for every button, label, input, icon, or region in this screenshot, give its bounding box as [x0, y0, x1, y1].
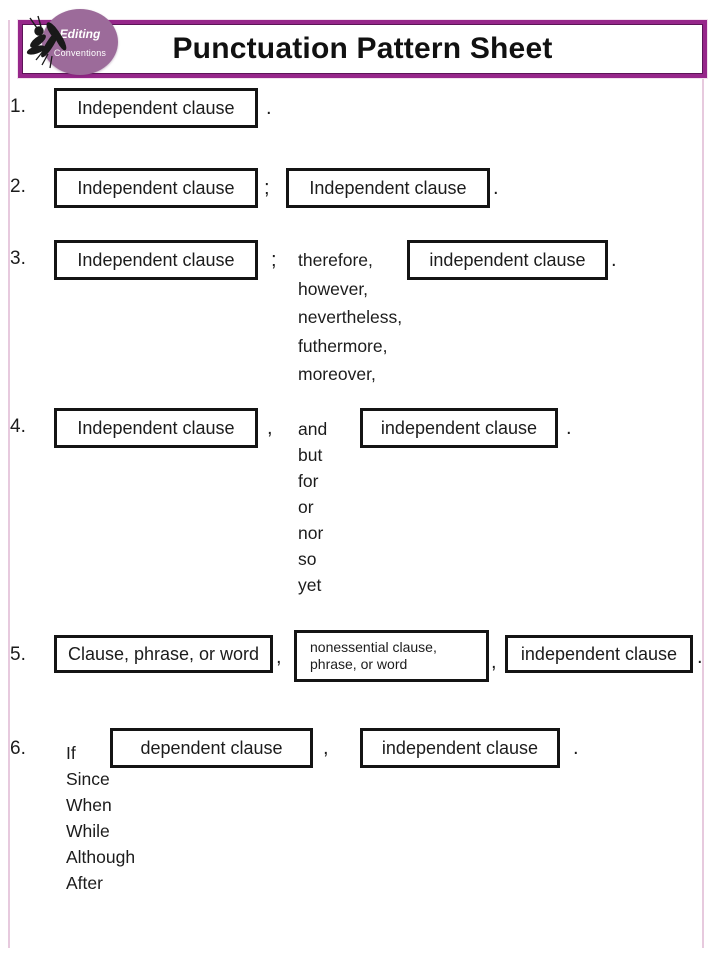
pattern-3-clause-box-1: Independent clause [54, 240, 258, 280]
word-item: moreover, [298, 364, 376, 384]
pattern-6-period: . [573, 737, 579, 759]
right-frame-line [702, 20, 704, 948]
conjunctive-adverb-list: therefore, however, nevertheless, futher… [298, 246, 402, 389]
pattern-2-clause-box-1: Independent clause [54, 168, 258, 208]
word-item: however, [298, 278, 369, 299]
subordinating-conjunction-list: If Since When While Although After [66, 740, 135, 896]
word-item: therefore, [298, 250, 373, 270]
pattern-5-comma-1: , [276, 646, 282, 668]
word-item: If [66, 743, 76, 763]
word-item: While [66, 821, 110, 841]
pattern-5-period: . [697, 646, 703, 668]
pattern-3-period: . [611, 249, 617, 271]
nonessential-line-1: nonessential clause, [310, 639, 437, 655]
pattern-4-period: . [566, 417, 572, 439]
word-item: Although [66, 847, 136, 867]
pattern-6-independent-box: independent clause [360, 728, 560, 768]
page-title: Punctuation Pattern Sheet [172, 32, 553, 65]
nonessential-line-2: phrase, or word [310, 656, 408, 672]
pattern-6-dependent-box: dependent clause [110, 728, 313, 768]
word-item: futhermore, [298, 335, 388, 356]
badge-bottom-label: Conventions [53, 47, 107, 58]
word-item: so [298, 549, 317, 569]
pattern-1-period: . [266, 97, 272, 119]
word-item: for [298, 471, 319, 491]
pattern-2-number: 2. [10, 176, 26, 197]
pattern-6-number: 6. [10, 738, 26, 759]
pattern-1-number: 1. [10, 96, 26, 117]
pattern-5-clause-box-1: Clause, phrase, or word [54, 635, 273, 673]
word-item: and [298, 419, 328, 439]
pattern-2-clause-box-2: Independent clause [286, 168, 490, 208]
word-item: yet [298, 575, 322, 595]
pattern-5-comma-2: , [491, 651, 497, 673]
pattern-4-comma: , [267, 417, 273, 439]
pattern-4-clause-box-1: Independent clause [54, 408, 258, 448]
pattern-5-nonessential-box: nonessential clause, phrase, or word [294, 630, 489, 682]
pattern-2-period: . [493, 177, 499, 199]
pattern-5-clause-box-2: independent clause [505, 635, 693, 673]
word-item: Since [66, 769, 110, 789]
pattern-4-number: 4. [10, 416, 26, 437]
header-bar: Punctuation Pattern Sheet [18, 20, 707, 78]
pattern-1-clause-box: Independent clause [54, 88, 258, 128]
coordinating-conjunction-list: and but for or nor so yet [298, 416, 327, 598]
word-item: nevertheless, [298, 307, 403, 327]
pattern-4-clause-box-2: independent clause [360, 408, 558, 448]
word-item: After [66, 873, 103, 893]
pattern-5-number: 5. [10, 644, 26, 665]
word-item: When [66, 795, 112, 815]
word-item: or [298, 497, 314, 517]
pattern-3-semicolon: ; [271, 249, 277, 271]
pattern-6-comma: , [323, 737, 329, 759]
pattern-3-number: 3. [10, 248, 26, 269]
word-item: but [298, 445, 323, 465]
word-item: nor [298, 523, 324, 543]
dragonfly-icon [26, 15, 67, 69]
pattern-2-semicolon: ; [264, 177, 270, 199]
left-frame-line [8, 20, 10, 948]
badge-top-label: Editing [59, 26, 101, 41]
pattern-3-clause-box-2: independent clause [407, 240, 608, 280]
